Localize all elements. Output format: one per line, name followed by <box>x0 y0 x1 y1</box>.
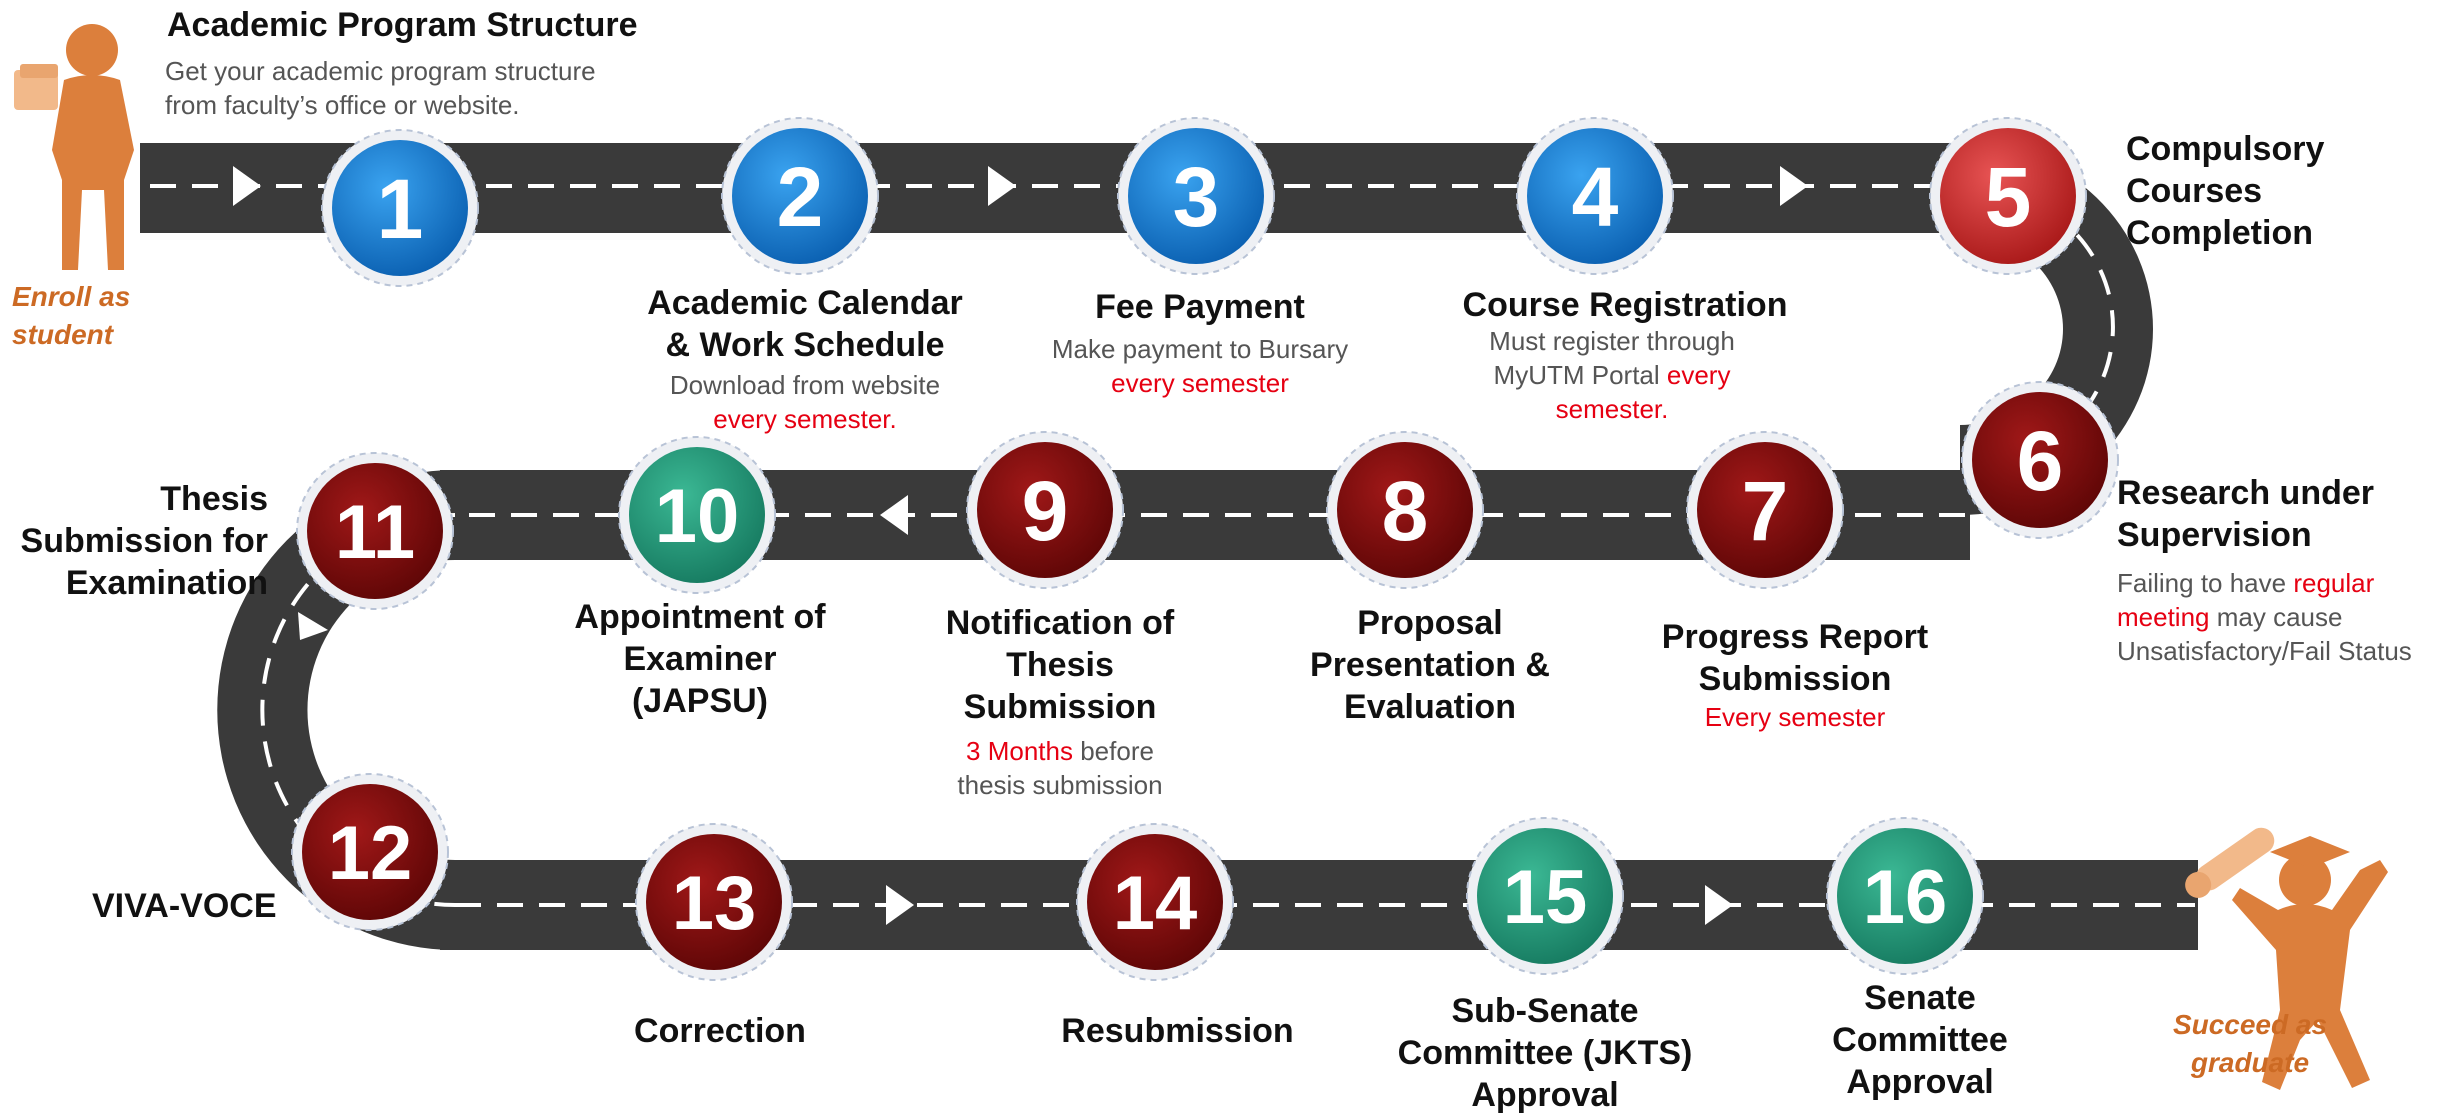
step-9-number: 9 <box>1022 464 1069 558</box>
step-7-description: Every semester <box>1704 702 1886 732</box>
step-2-description: Download from website every semester. <box>600 368 1010 436</box>
step-10-title: Appointment of Examiner (JAPSU) <box>574 598 826 720</box>
arrow-right-icon <box>886 885 914 925</box>
step-5-number: 5 <box>1985 150 2032 244</box>
step-9-description: 3 Months before thesis submission <box>880 734 1240 802</box>
step-7-title: Progress Report Submission <box>1661 618 1929 698</box>
step-1-description: Get your academic program structure from… <box>165 56 596 120</box>
step-6-desc-highlight-b: meeting <box>2117 602 2210 632</box>
step-12-marker: 12 <box>291 773 449 931</box>
step-14-number: 14 <box>1113 861 1198 946</box>
step-4-desc-highlight-2: semester. <box>1555 394 1669 424</box>
step-3-desc-highlight: every semester <box>1111 368 1289 398</box>
step-9-marker: 9 <box>966 431 1124 589</box>
step-7-number: 7 <box>1742 464 1789 558</box>
end-label: Succeed as graduate <box>2172 1009 2328 1078</box>
step-6-title: Research under Supervision <box>2117 474 2374 554</box>
step-11-title: Thesis Submission for Examination <box>20 480 268 602</box>
step-4-desc-line2: MyUTM Portal <box>1493 360 1667 390</box>
step-3-number: 3 <box>1173 150 1220 244</box>
arrow-right-icon <box>233 166 261 206</box>
step-15-marker: 15 <box>1466 817 1624 975</box>
step-8-marker: 8 <box>1326 431 1484 589</box>
step-9-desc-a: before <box>1073 736 1154 766</box>
student-person-icon <box>14 24 134 270</box>
step-3-desc-text: Make payment to Bursary <box>1051 334 1349 364</box>
step-6-desc-highlight-a: regular <box>2293 568 2375 598</box>
arrow-down-icon <box>298 612 328 640</box>
step-12-number: 12 <box>328 811 413 896</box>
step-14-title: Resubmission <box>1061 1012 1294 1050</box>
step-4-number: 4 <box>1572 150 1619 244</box>
step-6-desc-c: Unsatisfactory/Fail Status <box>2117 636 2412 666</box>
step-6-description: Failing to have regular meeting may caus… <box>2117 566 2412 668</box>
step-13-number: 13 <box>672 861 757 946</box>
step-15-number: 15 <box>1503 855 1588 940</box>
step-9-title: Notification of Thesis Submission <box>945 604 1175 726</box>
step-11-number: 11 <box>335 490 415 575</box>
step-9-desc-highlight: 3 Months <box>966 736 1073 766</box>
step-1-marker: 1 <box>321 129 479 287</box>
step-5-title: Compulsory Courses Completion <box>2126 130 2325 252</box>
step-16-marker: 16 <box>1826 817 1984 975</box>
graduate-person-icon <box>2185 827 2388 1090</box>
step-13-title: Correction <box>634 1012 806 1050</box>
arrow-right-icon <box>1780 166 1808 206</box>
step-6-number: 6 <box>2017 414 2064 508</box>
step-7-marker: 7 <box>1686 431 1844 589</box>
step-12-title: VIVA-VOCE <box>92 887 277 925</box>
arrow-right-icon <box>988 166 1016 206</box>
step-13-marker: 13 <box>635 823 793 981</box>
step-10-number: 10 <box>655 474 740 559</box>
step-4-title: Course Registration <box>1462 286 1788 324</box>
step-11-marker: 11 <box>296 452 454 610</box>
step-3-description: Make payment to Bursary every semester <box>1000 332 1400 400</box>
step-1-title: Academic Program Structure <box>167 6 638 44</box>
step-15-title: Sub-Senate Committee (JKTS) Approval <box>1397 992 1693 1114</box>
step-6-desc-b: may cause <box>2209 602 2343 632</box>
step-4-desc-highlight-1: every <box>1666 360 1731 390</box>
step-6-marker: 6 <box>1961 381 2119 539</box>
step-2-desc-text: Download from website <box>669 370 941 400</box>
step-5-marker: 5 <box>1929 117 2087 275</box>
step-4-description: Must register through MyUTM Portal every… <box>1412 324 1812 426</box>
step-2-number: 2 <box>777 150 824 244</box>
step-8-number: 8 <box>1382 464 1429 558</box>
step-2-desc-highlight: every semester. <box>713 404 897 434</box>
step-10-marker: 10 <box>618 436 776 594</box>
step-9-desc-b: thesis submission <box>957 770 1163 800</box>
step-2-marker: 2 <box>721 117 879 275</box>
step-6-desc-a: Failing to have <box>2117 568 2294 598</box>
step-3-title: Fee Payment <box>1095 288 1305 326</box>
start-label: Enroll as student <box>12 281 131 350</box>
step-4-desc-line1: Must register through <box>1489 326 1735 356</box>
direction-arrows <box>233 166 1808 925</box>
step-1-number: 1 <box>377 162 424 256</box>
step-4-marker: 4 <box>1516 117 1674 275</box>
arrow-left-icon <box>880 495 908 535</box>
step-16-title: Senate Committee Approval <box>1832 979 2008 1101</box>
step-3-marker: 3 <box>1117 117 1275 275</box>
step-14-marker: 14 <box>1076 823 1234 981</box>
step-8-title: Proposal Presentation & Evaluation <box>1310 604 1550 726</box>
arrow-right-icon <box>1705 885 1733 925</box>
step-16-number: 16 <box>1863 855 1948 940</box>
step-2-title: Academic Calendar & Work Schedule <box>647 284 963 364</box>
